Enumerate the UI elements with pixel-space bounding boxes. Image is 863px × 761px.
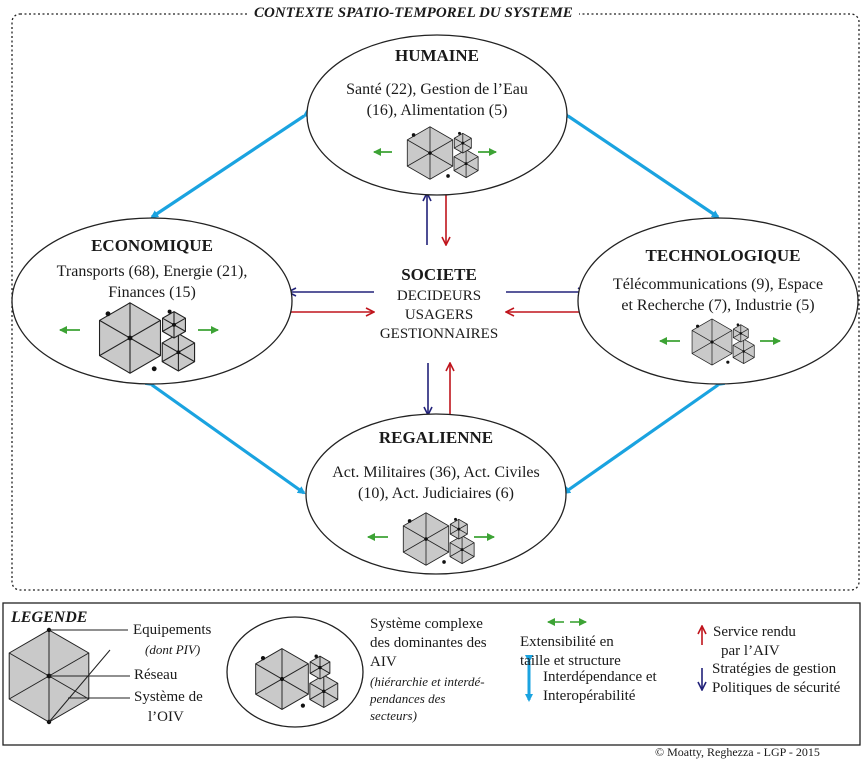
legend-ext-1: Extensibilité en	[520, 634, 614, 650]
legend-complexe-note-2: pendances des	[370, 691, 446, 706]
legend-title: LEGENDE	[11, 609, 88, 626]
legend-systeme-1: Système de	[134, 689, 203, 705]
legend-dont-piv: (dont PIV)	[145, 642, 201, 657]
interdep-arrow-tech-reg	[562, 378, 726, 495]
societe-usagers: USAGERS	[404, 307, 474, 323]
legend-systeme-2: l’OIV	[148, 709, 184, 725]
interdep-arrow-hum-tech	[560, 109, 720, 219]
legend-complexe-2: des dominantes des	[370, 635, 487, 651]
legend-complexe-3: AIV	[370, 654, 397, 670]
context-title: CONTEXTE SPATIO-TEMPOREL DU SYSTEME	[248, 5, 579, 22]
humaine-line2: (16), Alimentation (5)	[366, 102, 508, 119]
economique-title: ECONOMIQUE	[91, 236, 213, 255]
legend-reseau: Réseau	[134, 667, 178, 683]
economique-line2: Finances (15)	[108, 284, 196, 301]
legend-service-1: Service rendu	[713, 624, 796, 640]
interdep-arrow-hum-eco	[150, 109, 312, 219]
legend-strat-1: Stratégies de gestion	[712, 661, 837, 677]
legend-frame	[2, 602, 861, 746]
legend-interdep-1: Interdépendance et	[543, 669, 657, 685]
regalienne-line1: Act. Militaires (36), Act. Civiles	[332, 464, 540, 481]
legend-service-2: par l’AIV	[721, 643, 780, 659]
technologique-line1: Télécommunications (9), Espace	[612, 276, 824, 293]
societe-gestionnaires: GESTIONNAIRES	[379, 326, 499, 342]
ellipse-technologique	[577, 217, 859, 385]
legend-ext-2: taille et structure	[520, 653, 621, 669]
ellipse-humaine	[306, 34, 568, 196]
credit: © Moatty, Reghezza - LGP - 2015	[655, 745, 820, 759]
legend-equipements: Equipements	[133, 622, 212, 638]
legend-strat-2: Politiques de sécurité	[712, 680, 841, 696]
interdep-arrow-eco-reg	[144, 378, 306, 495]
technologique-line2: et Recherche (7), Industrie (5)	[621, 297, 815, 314]
regalienne-title: REGALIENNE	[378, 428, 494, 447]
legend-complexe-note-1: (hiérarchie et interdé-	[370, 674, 485, 689]
legend-complexe-1: Système complexe	[370, 616, 483, 632]
humaine-line1: Santé (22), Gestion de l’Eau	[346, 81, 528, 98]
legend-complexe-note-3: secteurs)	[370, 708, 417, 723]
ellipse-economique	[11, 217, 293, 385]
regalienne-line2: (10), Act. Judiciaires (6)	[358, 485, 514, 502]
technologique-title: TECHNOLOGIQUE	[645, 246, 801, 265]
economique-line1: Transports (68), Energie (21),	[56, 263, 248, 280]
legend-interdep-2: Interopérabilité	[543, 688, 636, 704]
humaine-title: HUMAINE	[394, 46, 480, 65]
societe-title: SOCIETE	[401, 265, 477, 284]
societe-decideurs: DECIDEURS	[396, 288, 482, 304]
